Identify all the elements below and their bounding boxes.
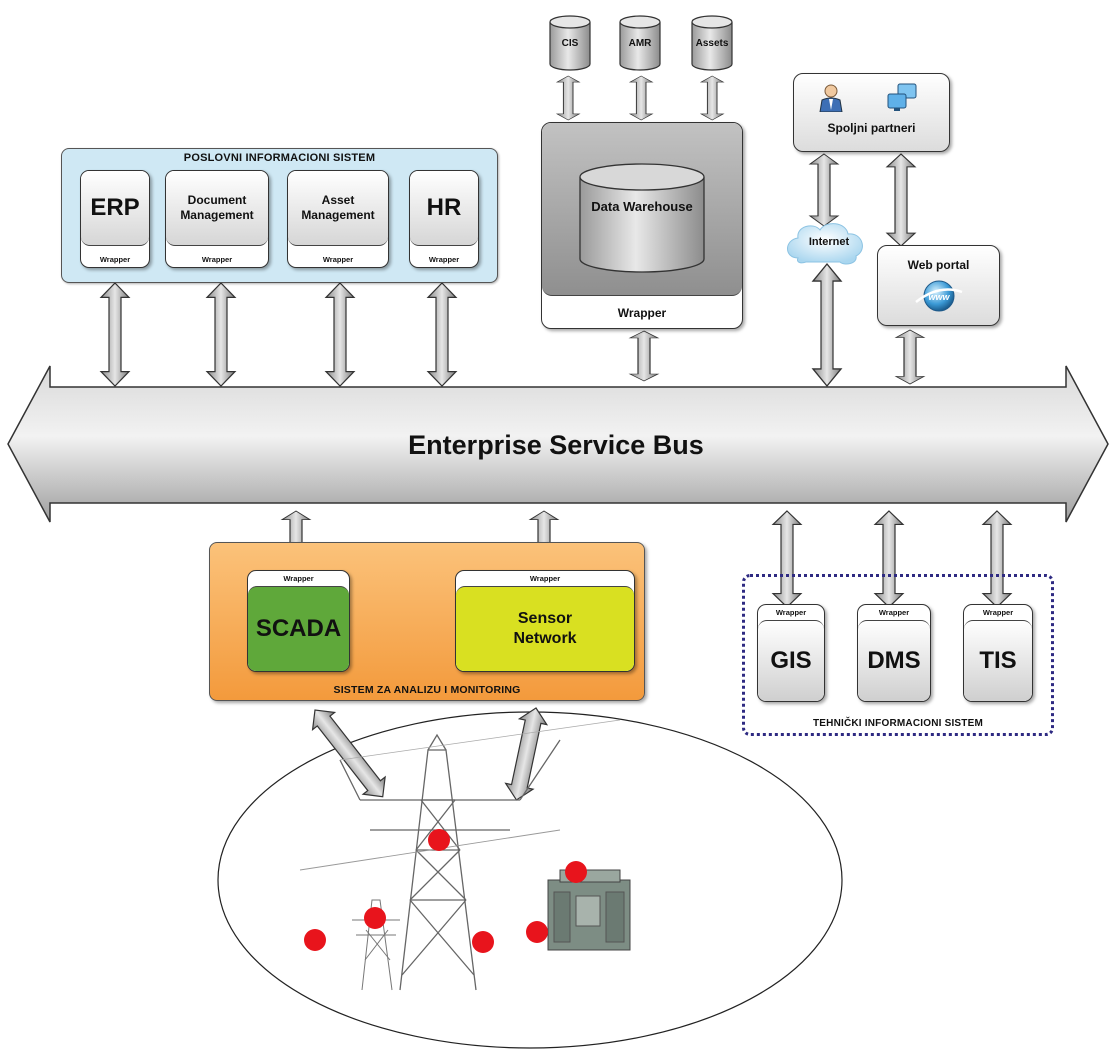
document-management-wrapper: Wrapper xyxy=(201,255,233,264)
web-portal-label: Web portal xyxy=(907,258,970,272)
arrow-docmgmt-bus xyxy=(206,282,236,387)
amr-cylinder xyxy=(619,15,661,71)
monitoring-panel-title: SISTEM ZA ANALIZU I MONITORING xyxy=(333,684,521,696)
data-warehouse-label: Data Warehouse xyxy=(591,199,693,214)
arrow-erp-bus xyxy=(100,282,130,387)
sensor-dot xyxy=(364,907,386,929)
asset-management-label: Asset Management xyxy=(288,171,388,246)
dms-module[interactable]: Wrapper DMS xyxy=(857,604,931,702)
tis-label: TIS xyxy=(964,620,1032,701)
erp-panel-title: POSLOVNI INFORMACIONI SISTEM xyxy=(183,152,376,164)
hr-wrapper: Wrapper xyxy=(428,255,460,264)
amr-label: AMR xyxy=(628,38,652,49)
arrow-assetmgmt-bus xyxy=(325,282,355,387)
technical-panel-title: TEHNIČKI INFORMACIONI SISTEM xyxy=(812,718,984,729)
transformer-icon xyxy=(547,869,631,951)
bus-label: Enterprise Service Bus xyxy=(408,430,704,460)
arrow-dw-bus xyxy=(629,330,659,382)
gis-module[interactable]: Wrapper GIS xyxy=(757,604,825,702)
external-partners-box[interactable]: Spoljni partneri xyxy=(793,73,950,152)
sensor-dot xyxy=(526,921,548,943)
arrow-hr-bus xyxy=(427,282,457,387)
data-warehouse-wrapper: Wrapper xyxy=(617,306,667,320)
technical-panel: TEHNIČKI INFORMACIONI SISTEM xyxy=(742,574,1054,736)
sensor-network-label: Sensor Network xyxy=(456,586,634,671)
gis-label: GIS xyxy=(758,620,824,701)
scada-module[interactable]: Wrapper SCADA xyxy=(247,570,350,672)
sensor-network-module[interactable]: Wrapper Sensor Network xyxy=(455,570,635,672)
person-icon xyxy=(819,84,843,112)
assets-cylinder xyxy=(691,15,733,71)
hr-module[interactable]: HR Wrapper xyxy=(409,170,479,268)
external-partners-label: Spoljni partneri xyxy=(827,121,916,135)
document-management-label: Document Management xyxy=(166,171,268,246)
gis-wrapper: Wrapper xyxy=(775,608,807,617)
erp-module[interactable]: ERP Wrapper xyxy=(80,170,150,268)
enterprise-service-bus xyxy=(7,365,1109,523)
erp-wrapper: Wrapper xyxy=(99,255,131,264)
arrow-monitoring-field-left xyxy=(311,709,386,798)
sensor-network-wrapper: Wrapper xyxy=(529,574,561,583)
dms-label: DMS xyxy=(858,620,930,701)
arrow-webportal-bus xyxy=(895,329,925,385)
data-warehouse-box[interactable]: Data Warehouse Wrapper xyxy=(541,122,743,329)
sensor-dot xyxy=(428,829,450,851)
arrow-partners-webportal xyxy=(886,153,916,247)
hr-label: HR xyxy=(410,171,478,246)
cis-cylinder xyxy=(549,15,591,71)
sensor-dot xyxy=(565,861,587,883)
database-icon xyxy=(579,163,705,273)
sensor-dot xyxy=(472,931,494,953)
asset-management-module[interactable]: Asset Management Wrapper xyxy=(287,170,389,268)
document-management-module[interactable]: Document Management Wrapper xyxy=(165,170,269,268)
cis-label: CIS xyxy=(561,38,579,49)
globe-icon: www xyxy=(915,280,963,312)
cloud-icon xyxy=(787,223,863,265)
globe-www-label: www xyxy=(928,292,950,302)
arrow-partners-internet xyxy=(809,153,839,227)
internet-label: Internet xyxy=(808,236,850,248)
scada-wrapper: Wrapper xyxy=(283,574,314,583)
power-tower-icon xyxy=(299,719,621,991)
dms-wrapper: Wrapper xyxy=(878,608,910,617)
asset-management-wrapper: Wrapper xyxy=(322,255,354,264)
scada-label: SCADA xyxy=(248,586,349,671)
arrow-assets-dw xyxy=(700,75,724,121)
arrow-amr-dw xyxy=(629,75,653,121)
web-portal-box[interactable]: Web portal www xyxy=(877,245,1000,326)
arrow-internet-bus xyxy=(812,263,842,387)
arrow-cis-dw xyxy=(556,75,580,121)
erp-label: ERP xyxy=(81,171,149,246)
assets-label: Assets xyxy=(695,38,729,49)
tis-wrapper: Wrapper xyxy=(982,608,1014,617)
tis-module[interactable]: Wrapper TIS xyxy=(963,604,1033,702)
computers-icon xyxy=(887,83,917,111)
sensor-dots xyxy=(304,829,587,953)
sensor-dot xyxy=(304,929,326,951)
